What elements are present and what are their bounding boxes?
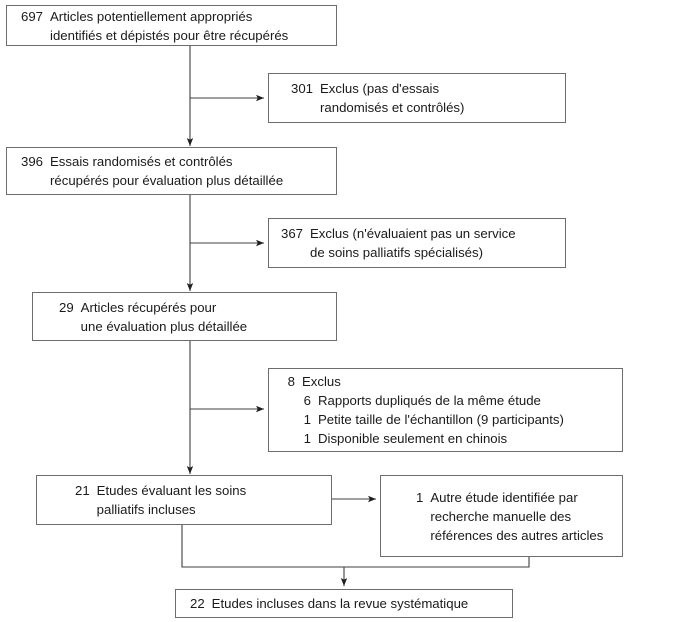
node-excluded-1-line-2: randomisés et contrôlés): [320, 100, 465, 115]
node-identified-line-2: identifiés et dépistés pour être récupér…: [50, 27, 289, 43]
node-excluded-1: 301 Exclus (pas d'essais randomisés et c…: [268, 73, 566, 123]
node-included-studies-line-1: Etudes évaluant les soins: [96, 483, 247, 498]
node-rcts-line-1: Essais randomisés et contrôlés: [50, 154, 233, 169]
node-excluded-3: 8 Exclus 6 Rapports dupliqués de la même…: [268, 368, 623, 452]
node-final: 22 Etudes incluses dans la revue systéma…: [175, 589, 513, 618]
node-excluded-3-item-1-count: 6: [303, 393, 311, 408]
node-retrieved-line-2: une évaluation plus détaillée: [80, 318, 248, 334]
node-identified-count: 697: [21, 8, 44, 24]
node-excluded-3-item-3-text: Disponible seulement en chinois: [318, 431, 508, 446]
node-excluded-3-label: Exclus: [302, 374, 341, 389]
node-rcts: 396 Essais randomisés et contrôlés récup…: [6, 147, 337, 195]
node-handsearch-count: 1: [416, 489, 424, 505]
node-handsearch-line-1: Autre étude identifiée par: [430, 489, 578, 505]
node-excluded-3-item-3-count: 1: [303, 431, 311, 446]
node-final-line-1: Etudes incluses dans la revue systématiq…: [211, 596, 469, 611]
node-retrieved-line-1: Articles récupérés pour: [80, 299, 217, 315]
node-excluded-3-header: 8 Exclus: [281, 372, 612, 391]
node-excluded-2-line-2: de soins palliatifs spécialisés): [310, 245, 483, 260]
node-excluded-3-item-2-text: Petite taille de l'échantillon (9 partic…: [318, 412, 564, 427]
node-identified-line-1: Articles potentiellement appropriés: [50, 8, 253, 24]
node-excluded-3-item-2: 1 Petite taille de l'échantillon (9 part…: [281, 410, 612, 429]
node-rcts-count: 396: [21, 154, 44, 169]
node-excluded-2: 367 Exclus (n'évaluaient pas un service …: [268, 218, 566, 268]
node-included-studies-line-2: palliatifs incluses: [96, 502, 196, 517]
node-excluded-2-count: 367: [281, 226, 304, 241]
node-final-count: 22: [190, 596, 205, 611]
node-included-studies: 21 Etudes évaluant les soins palliatifs …: [36, 475, 332, 525]
node-included-studies-count: 21: [75, 483, 90, 498]
node-retrieved-count: 29: [59, 299, 74, 315]
node-handsearch: 1 Autre étude identifiée par recherche m…: [380, 475, 623, 557]
node-excluded-1-count: 301: [291, 81, 314, 96]
node-excluded-1-line-1: Exclus (pas d'essais: [320, 81, 440, 96]
node-identified: 697 Articles potentiellement appropriés …: [6, 5, 337, 46]
node-rcts-line-2: récupérés pour évaluation plus détaillée: [50, 173, 284, 188]
node-retrieved: 29 Articles récupérés pour une évaluatio…: [32, 292, 337, 341]
node-excluded-3-item-3: 1 Disponible seulement en chinois: [281, 429, 612, 448]
node-excluded-3-count: 8: [287, 374, 295, 389]
node-excluded-3-item-2-count: 1: [303, 412, 311, 427]
node-excluded-3-item-1: 6 Rapports dupliqués de la même étude: [281, 391, 612, 410]
node-handsearch-line-2: recherche manuelle des: [430, 508, 572, 524]
node-excluded-2-line-1: Exclus (n'évaluaient pas un service: [310, 226, 516, 241]
node-excluded-3-item-1-text: Rapports dupliqués de la même étude: [318, 393, 541, 408]
node-handsearch-line-3: références des autres articles: [430, 527, 604, 543]
